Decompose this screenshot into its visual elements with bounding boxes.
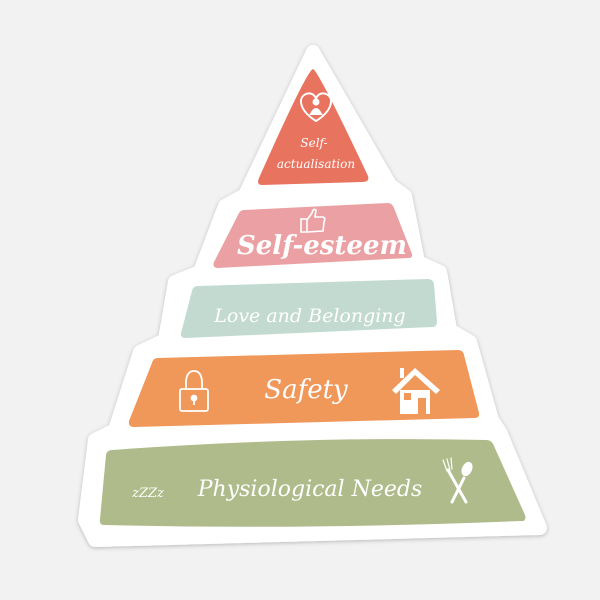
level-label-line1: Self- (300, 136, 327, 150)
thumbs-up-icon (300, 208, 326, 233)
heart-person-icon (300, 92, 332, 123)
level-self-esteem: Self-esteem (213, 203, 413, 268)
sleep-zzz-icon: zZZz (131, 486, 164, 501)
padlock-icon (179, 370, 209, 412)
house-icon (392, 368, 440, 414)
level-label: Love and Belonging (213, 305, 405, 327)
level-label-line2: actualisation (277, 157, 355, 171)
fork-spoon-icon (442, 457, 473, 504)
level-label: Safety (264, 375, 348, 405)
level-physiological-needs: zZZz Physiological Needs (99, 439, 526, 527)
level-label: Self-esteem (237, 231, 407, 261)
level-self-actualisation: Self- actualisation (258, 69, 369, 185)
level-safety: Safety (128, 350, 480, 427)
level-love-and-belonging: Love and Belonging (180, 279, 437, 338)
level-label: Physiological Needs (197, 477, 423, 502)
